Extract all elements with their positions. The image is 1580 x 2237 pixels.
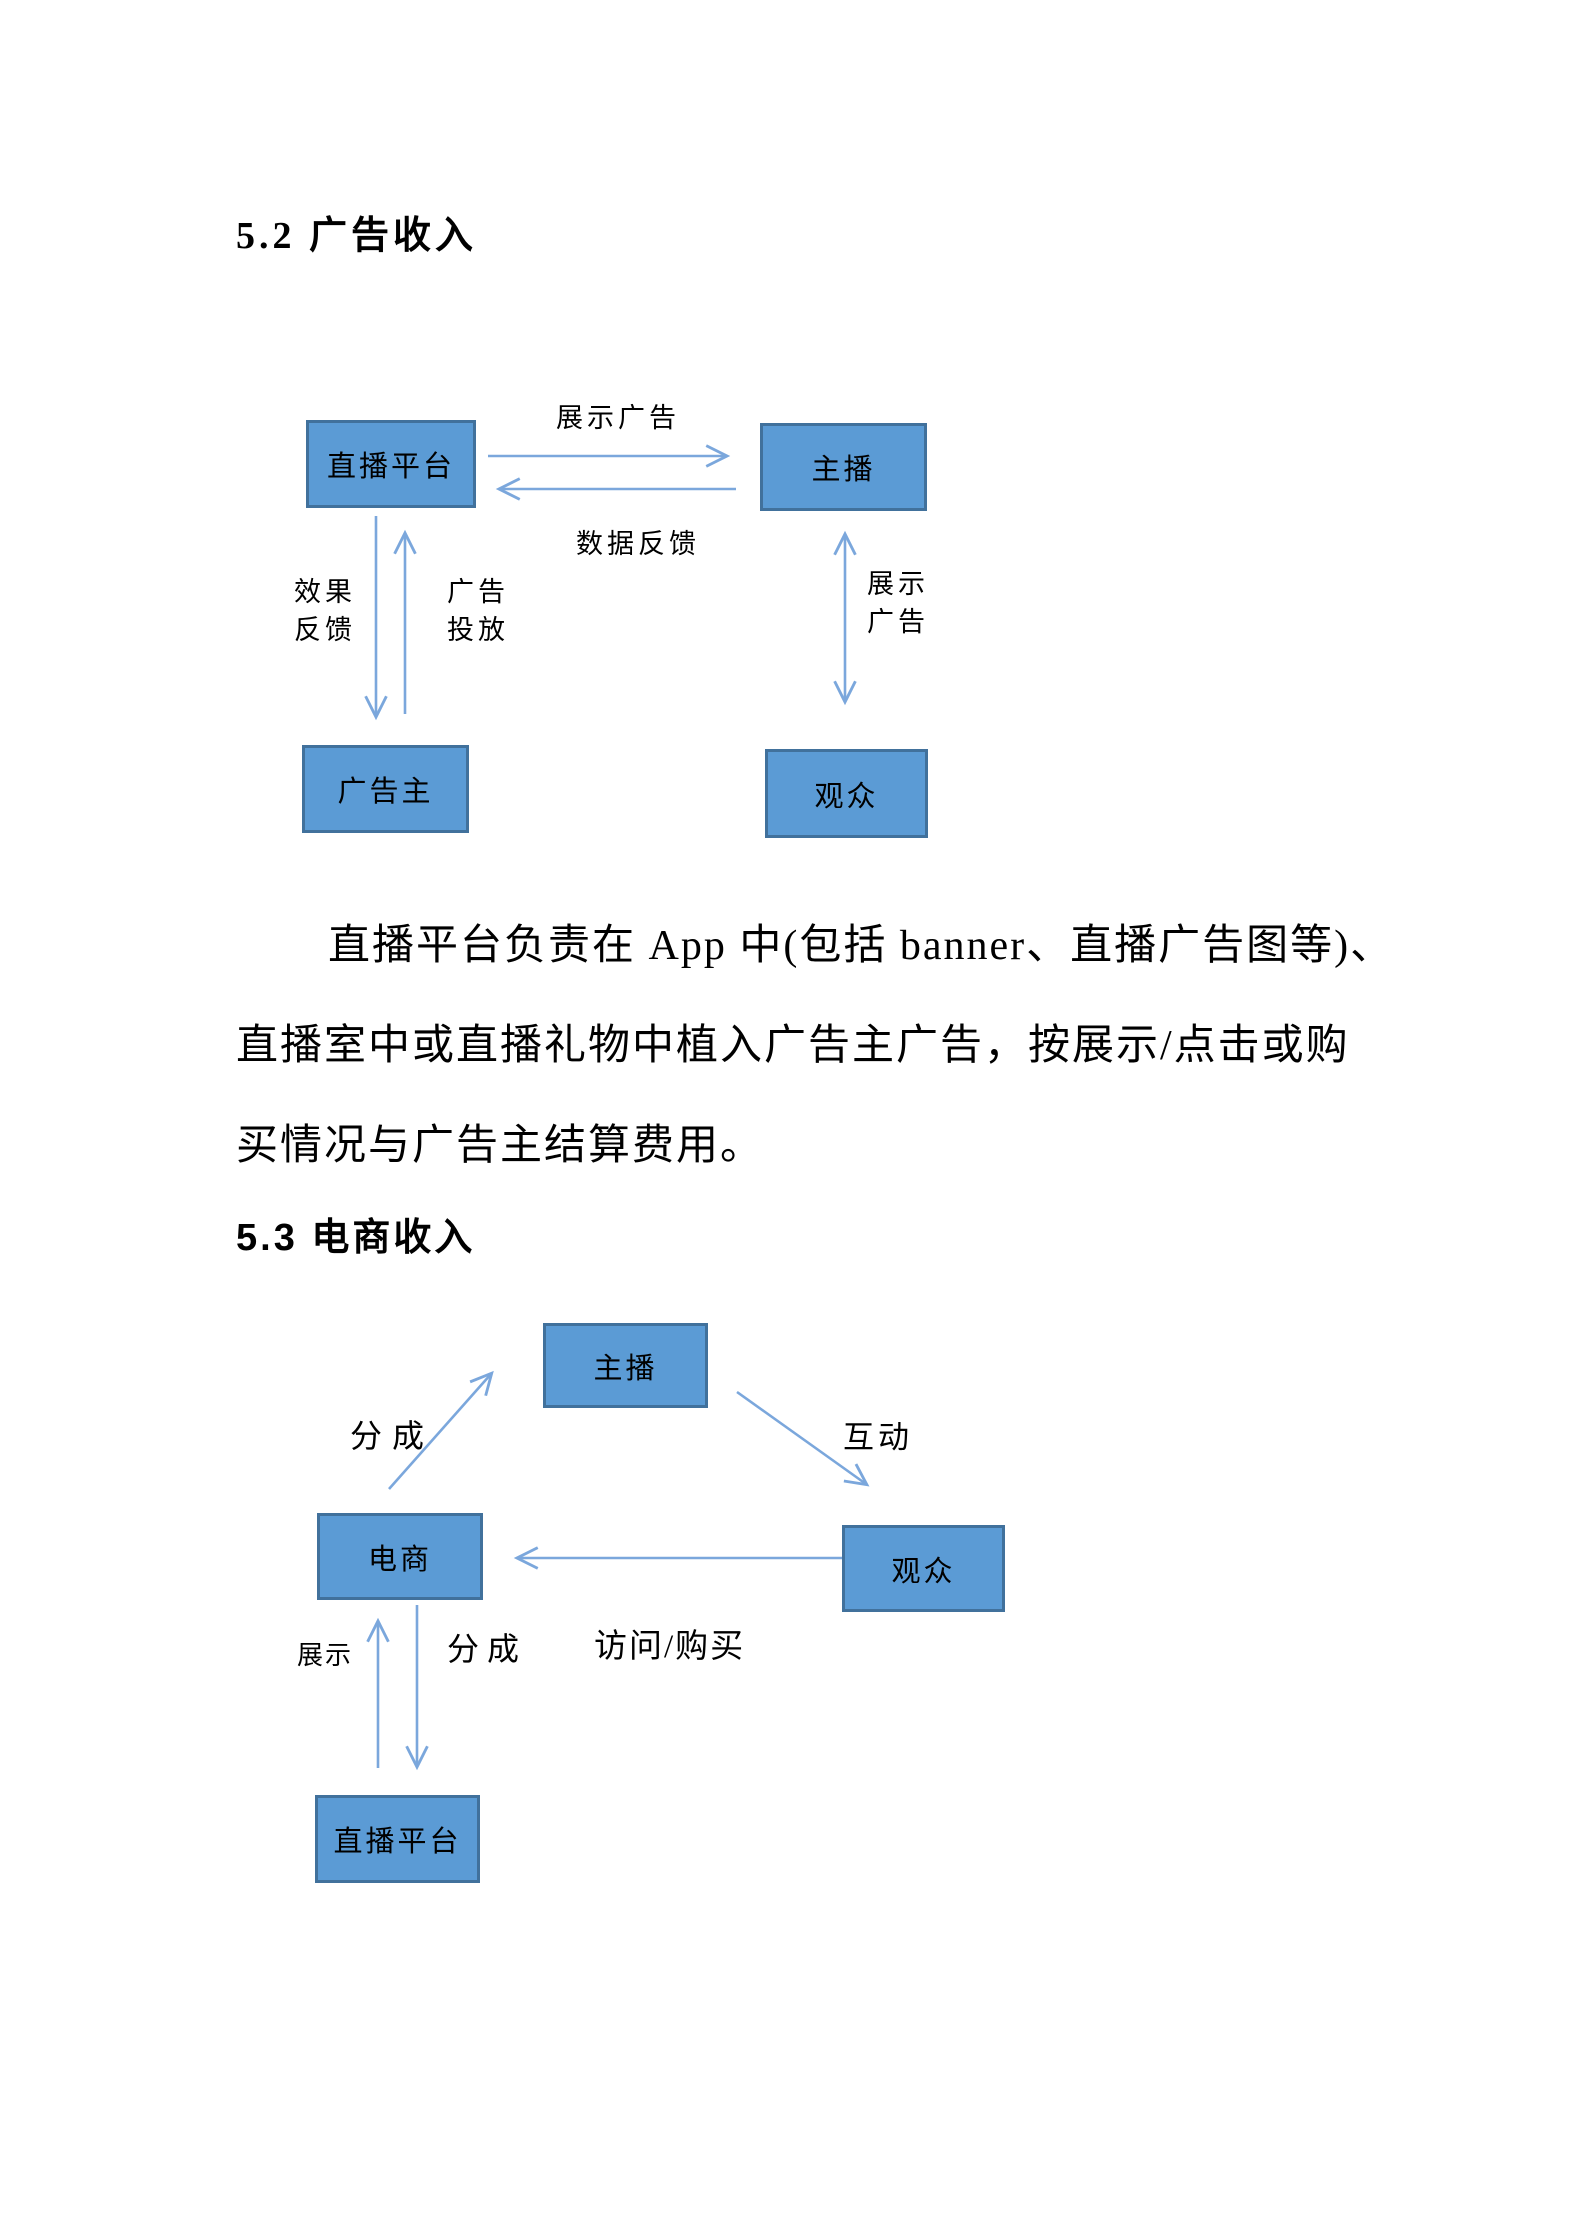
heading-ecommerce-revenue: 5.3 电商收入 [236,1217,476,1259]
paragraph-line: 直播室中或直播礼物中植入广告主广告，按展示/点击或购 [236,1023,1350,1069]
label-display: 展示 [297,1641,354,1670]
node-streamer-2: 主播 [543,1323,708,1408]
paragraph-line: 买情况与广告主结算费用。 [236,1123,765,1169]
label-effect-feedback: 效果 反馈 [294,577,356,645]
label-ad-placement: 广告 投放 [447,577,509,645]
label-show-ads: 展示广告 [556,403,680,433]
heading-ad-revenue: 5.2 广告收入 [236,215,478,257]
node-live-platform-2: 直播平台 [315,1795,480,1883]
node-streamer: 主播 [760,423,927,511]
node-live-platform: 直播平台 [306,420,476,508]
label-share-top: 分成 [350,1418,435,1454]
label-data-feedback: 数据反馈 [576,529,700,559]
node-audience: 观众 [765,749,928,838]
node-advertiser: 广告主 [302,745,469,833]
label-share-bottom: 分成 [447,1631,528,1667]
label-show-ads-vertical: 展示 广告 [867,569,929,637]
label-visit-buy: 访问/购买 [594,1629,746,1665]
node-ecommerce: 电商 [317,1513,483,1600]
label-interact: 互动 [843,1420,913,1455]
paragraph-line: 直播平台负责在 App 中(包括 banner、直播广告图等)、 [328,923,1395,969]
node-audience-2: 观众 [842,1525,1005,1612]
